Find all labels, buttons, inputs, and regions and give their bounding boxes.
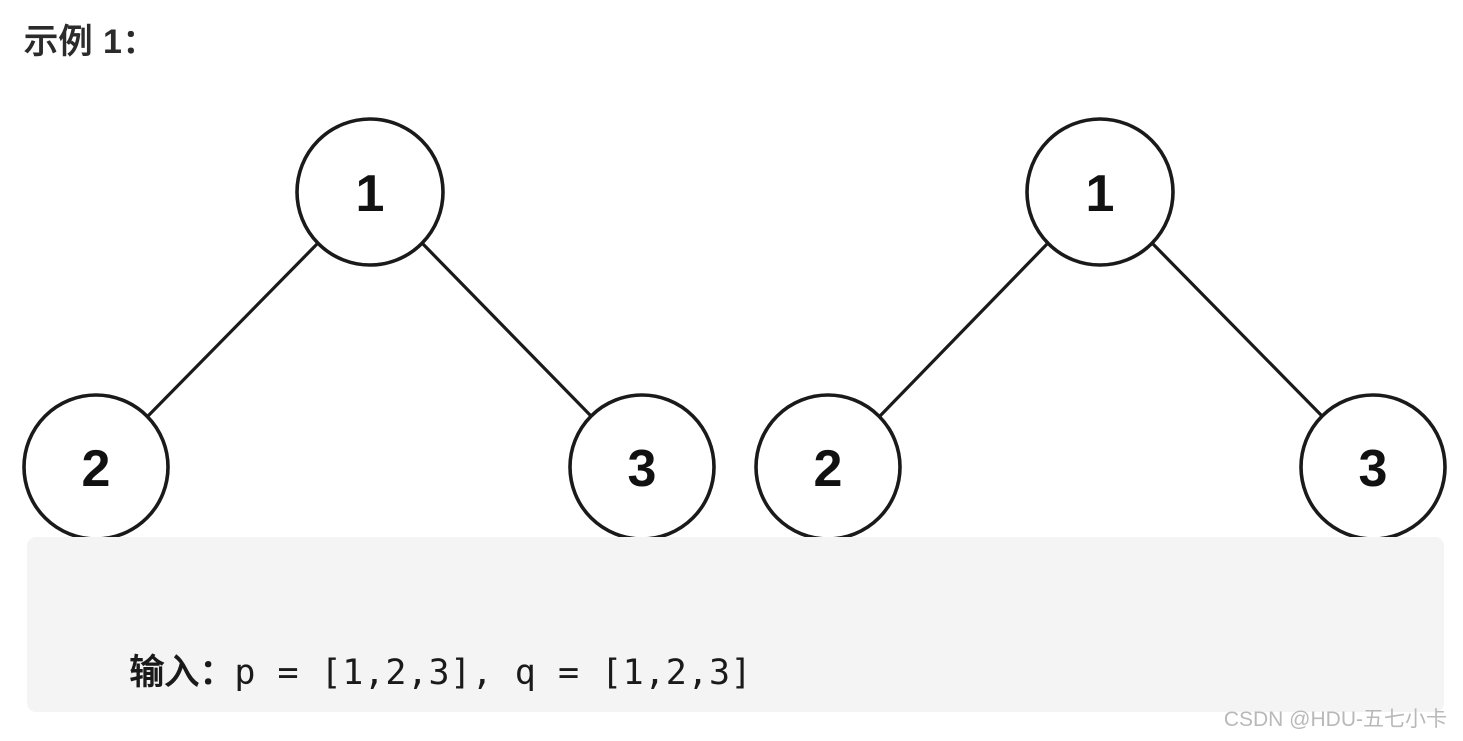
node-q-left[interactable]: 2 <box>754 393 902 541</box>
node-p-root[interactable]: 1 <box>295 117 445 267</box>
node-label: 2 <box>82 440 111 498</box>
node-circle <box>295 117 445 267</box>
node-p-left[interactable]: 2 <box>22 393 170 541</box>
input-value: p = [1,2,3], q = [1,2,3] <box>234 653 753 693</box>
node-label: 2 <box>814 440 843 498</box>
input-line: 输入：p = [1,2,3], q = [1,2,3] <box>71 571 1444 741</box>
node-label: 1 <box>1086 165 1115 223</box>
edge-p-root-to-right <box>420 241 593 418</box>
binary-tree-diagram: 1 2 3 1 2 <box>22 117 1447 541</box>
node-label: 3 <box>1359 440 1388 498</box>
node-p-right[interactable]: 3 <box>568 393 716 541</box>
page-title: 示例 1： <box>24 23 157 61</box>
node-circle <box>1025 117 1175 267</box>
io-panel: 输入：p = [1,2,3], q = [1,2,3] 输出：true <box>27 537 1444 712</box>
node-q-right[interactable]: 3 <box>1299 393 1447 541</box>
input-label: 输入： <box>129 653 235 692</box>
watermark: CSDN @HDU-五七小卡 <box>1223 708 1447 731</box>
node-label: 1 <box>356 165 385 223</box>
edge-q-root-to-right <box>1150 241 1324 418</box>
edge-p-root-to-left <box>146 241 320 418</box>
tree-p: 1 2 3 <box>22 117 716 541</box>
tree-q: 1 2 3 <box>754 117 1447 541</box>
node-label: 3 <box>628 440 657 498</box>
edge-q-root-to-left <box>878 241 1050 418</box>
node-q-root[interactable]: 1 <box>1025 117 1175 267</box>
